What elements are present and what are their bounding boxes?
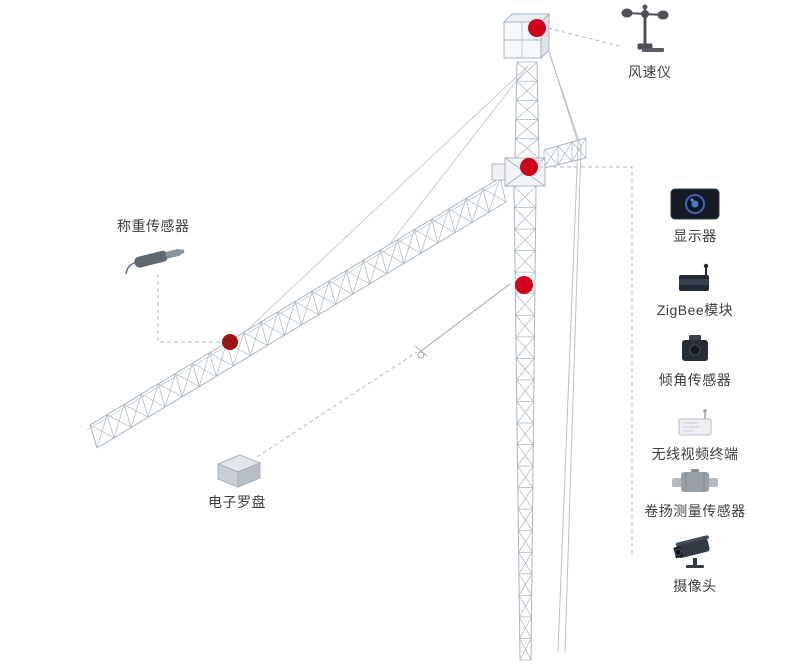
electronic-compass-icon	[216, 454, 262, 488]
tilt-sensor-icon	[682, 335, 708, 361]
zigbee-module-icon	[679, 263, 709, 291]
hoist-measure-sensor-label: 卷扬测量传感器	[644, 503, 746, 519]
anemometer-icon	[621, 4, 669, 52]
pendant-line	[388, 65, 529, 246]
camera-label: 摄像头	[673, 578, 717, 594]
tilt-sensor-label: 倾角传感器	[658, 372, 732, 388]
monitor-icon	[670, 188, 720, 220]
wireless-video-terminal-icon	[678, 409, 712, 436]
slewing-unit	[491, 157, 546, 187]
hoist-rope	[564, 146, 582, 653]
hoist-measure-sensor-icon	[672, 469, 718, 492]
right-panel-item-wireless-video: 无线视频终端	[636, 408, 754, 464]
weighing-sensor-label: 称重传感器	[117, 218, 190, 234]
marker-anemometer	[528, 19, 546, 37]
zigbee-module-label: ZigBee模块	[656, 302, 734, 318]
leader-right-panel	[539, 166, 633, 557]
hoist-rope	[546, 45, 582, 148]
right-panel-item-monitor: 显示器	[636, 188, 754, 246]
right-panel-item-camera: 摄像头	[636, 534, 754, 596]
hoist-rope	[557, 142, 579, 653]
machinery-housing	[502, 12, 551, 60]
marker-tower	[515, 276, 533, 294]
right-panel-item-tilt-sensor: 倾角传感器	[636, 334, 754, 390]
electronic-compass-label: 电子罗盘	[208, 494, 266, 510]
pendant-line	[245, 65, 529, 332]
marker-jib	[222, 334, 238, 350]
leader-electronic-compass	[256, 351, 418, 458]
leader-anemometer	[547, 27, 620, 47]
right-panel-item-hoist-sensor: 卷扬测量传感器	[636, 468, 754, 521]
hook-line	[414, 283, 511, 359]
marker-slewing-unit	[520, 158, 538, 176]
jib-tip	[89, 424, 98, 449]
crane-lattice	[86, 61, 587, 661]
anemometer-label: 风速仪	[628, 64, 672, 80]
camera-icon	[673, 535, 710, 568]
monitor-label: 显示器	[673, 228, 717, 244]
right-panel-item-zigbee: ZigBee模块	[636, 262, 754, 320]
wireless-video-terminal-label: 无线视频终端	[651, 446, 739, 462]
leader-weighing-sensor	[157, 274, 221, 343]
weighing-sensor-icon	[125, 248, 185, 274]
